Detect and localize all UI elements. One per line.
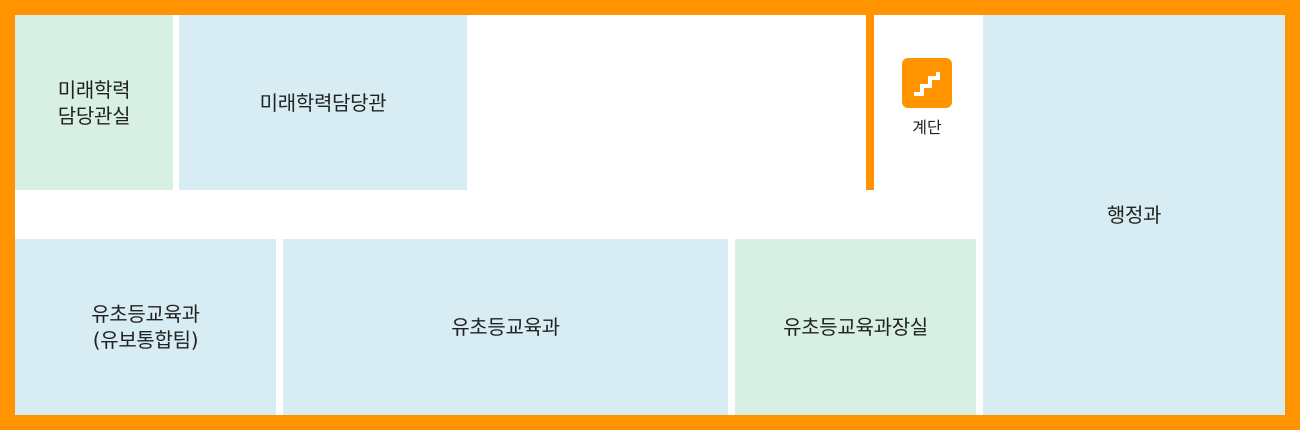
- room-label: 유초등교육과: [451, 315, 560, 339]
- room-elementary-education-director[interactable]: 유초등교육과장실: [735, 239, 976, 415]
- room-label: 미래학력담당관: [259, 90, 387, 115]
- stairs-icon: [902, 58, 952, 108]
- room-elementary-education-team[interactable]: 유초등교육과 (유보통합팀): [15, 239, 276, 415]
- room-elementary-education[interactable]: 유초등교육과: [283, 239, 728, 415]
- room-label: 유초등교육과장실: [783, 315, 928, 339]
- room-administration[interactable]: 행정과: [983, 15, 1285, 415]
- stairs-label: 계단: [912, 118, 942, 137]
- stairs[interactable]: 계단: [890, 58, 964, 138]
- room-future-director-office[interactable]: 미래학력 담당관실: [15, 15, 173, 190]
- room-future-academic-office[interactable]: 미래학력담당관: [179, 15, 467, 190]
- wall-divider: [866, 15, 874, 190]
- room-label: 미래학력 담당관실: [57, 77, 131, 128]
- room-label: 유초등교육과 (유보통합팀): [91, 302, 200, 352]
- room-label: 행정과: [1106, 203, 1162, 227]
